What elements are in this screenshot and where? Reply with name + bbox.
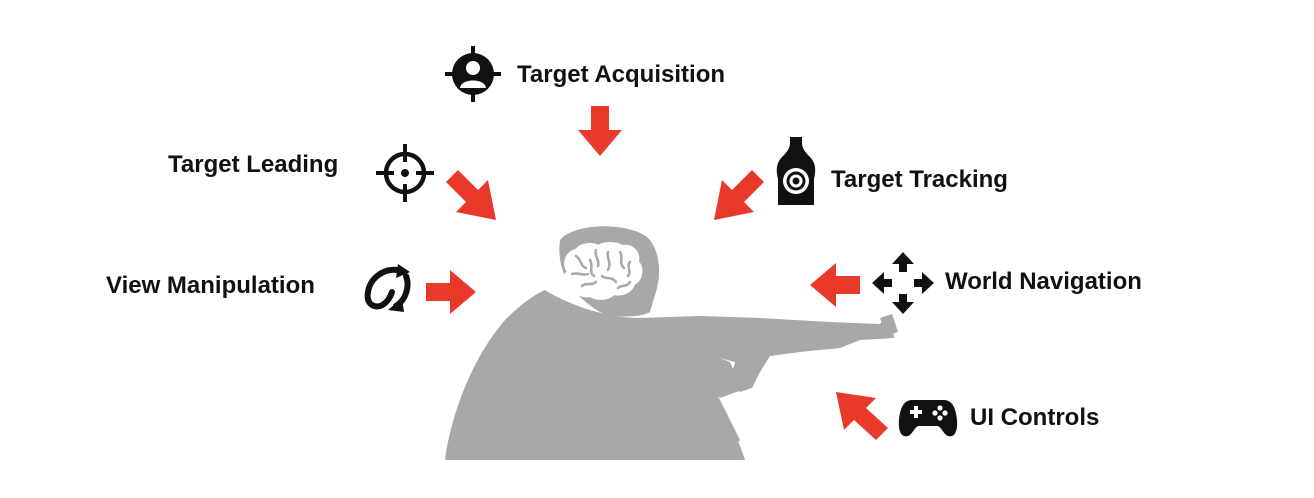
target-leading-label: Target Leading <box>168 151 339 178</box>
view-manipulation-label: View Manipulation <box>106 272 315 299</box>
arrow-target-leading <box>446 170 496 220</box>
person-crosshair-icon <box>445 46 501 102</box>
target-tracking-label: Target Tracking <box>831 166 1008 193</box>
arrow-target-acquisition <box>578 106 622 156</box>
target-acquisition-label: Target Acquisition <box>517 61 726 88</box>
arrow-target-tracking <box>714 170 764 220</box>
world-navigation-label: World Navigation <box>945 268 1142 295</box>
arrow-world-navigation <box>810 263 860 307</box>
brain-icon <box>563 242 643 300</box>
ui-controls-label: UI Controls <box>970 404 1100 431</box>
shooting-target-icon <box>776 137 816 205</box>
crosshair-icon <box>376 144 434 202</box>
rotate-view-icon <box>364 264 411 312</box>
move-arrows-icon <box>872 252 934 314</box>
arrow-ui-controls <box>836 392 888 440</box>
arrow-view-manipulation <box>426 270 476 314</box>
gamepad-icon <box>898 400 958 437</box>
